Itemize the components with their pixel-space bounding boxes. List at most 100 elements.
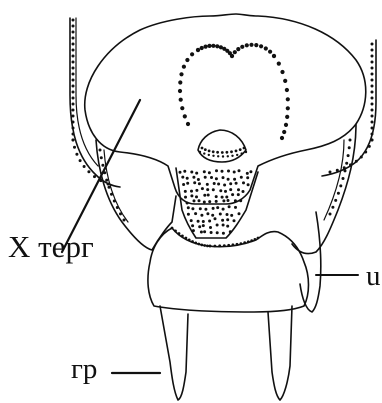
stipple-dot bbox=[343, 166, 346, 169]
stipple-dot bbox=[72, 43, 75, 46]
stipple-dot bbox=[108, 186, 111, 189]
stipple-dot bbox=[197, 220, 200, 223]
stipple-dot bbox=[216, 224, 219, 227]
stipple-dot bbox=[223, 244, 226, 247]
stipple-dot bbox=[217, 155, 219, 157]
stipple-dot bbox=[103, 171, 106, 174]
stipple-dot bbox=[242, 190, 245, 193]
stipple-dot bbox=[224, 190, 227, 193]
stipple-dot bbox=[210, 176, 213, 179]
stipple-dot bbox=[215, 169, 218, 172]
u-label: u bbox=[366, 262, 381, 291]
stipple-dot bbox=[178, 89, 182, 93]
stipple-dot bbox=[216, 206, 219, 209]
stipple-dot bbox=[200, 46, 204, 50]
stipple-dot bbox=[239, 199, 242, 202]
stipple-dot bbox=[249, 43, 253, 47]
stipple-dot bbox=[227, 244, 230, 247]
stipple-dot bbox=[73, 146, 76, 149]
stipple-dot bbox=[72, 73, 75, 76]
stipple-dot bbox=[240, 242, 243, 245]
stipple-dot bbox=[241, 152, 243, 154]
stipple-dot bbox=[228, 205, 231, 208]
stipple-dot bbox=[371, 73, 374, 76]
stipple-dot bbox=[184, 190, 187, 193]
stipple-dot bbox=[186, 177, 189, 180]
stipple-dot bbox=[232, 243, 235, 246]
stipple-dot bbox=[371, 97, 374, 100]
stipple-dot bbox=[233, 50, 237, 54]
stipple-dot bbox=[212, 207, 215, 210]
stipple-dot bbox=[197, 243, 200, 246]
stipple-dot bbox=[331, 206, 334, 209]
stipple-dot bbox=[355, 160, 358, 163]
stipple-dot bbox=[190, 219, 193, 222]
stipple-dot bbox=[246, 172, 249, 175]
stipple-dot bbox=[186, 182, 189, 185]
stipple-dot bbox=[216, 231, 219, 234]
stipple-dot bbox=[208, 154, 210, 156]
stipple-dot bbox=[188, 239, 191, 242]
stipple-dot bbox=[212, 155, 214, 157]
stipple-dot bbox=[196, 48, 200, 52]
stipple-dot bbox=[72, 19, 75, 22]
stipple-dot bbox=[199, 207, 202, 210]
stipple-dot bbox=[206, 212, 209, 215]
stipple-dot bbox=[72, 139, 75, 142]
stipple-dot bbox=[364, 151, 367, 154]
stipple-dot bbox=[72, 133, 75, 136]
left-segment-margin-inner bbox=[76, 18, 98, 166]
stipple-dot bbox=[371, 55, 374, 58]
stipple-dot bbox=[198, 182, 201, 185]
stipple-dot bbox=[195, 189, 198, 192]
stipple-dot bbox=[180, 106, 184, 110]
stipple-dot bbox=[72, 127, 75, 130]
stipple-dot bbox=[72, 115, 75, 118]
stipple-dot bbox=[243, 241, 246, 244]
stipple-dot bbox=[119, 212, 122, 215]
stipple-dot bbox=[190, 171, 193, 174]
stipple-dot bbox=[209, 226, 212, 229]
stipple-dot bbox=[245, 151, 247, 153]
stipple-dot bbox=[222, 199, 225, 202]
stipple-dot bbox=[185, 58, 189, 62]
stipple-dot bbox=[235, 182, 238, 185]
stipple-dot bbox=[280, 136, 284, 140]
stipple-dot bbox=[213, 182, 216, 185]
stipple-dot bbox=[237, 193, 240, 196]
stipple-dot bbox=[72, 121, 75, 124]
stipple-dot bbox=[72, 97, 75, 100]
stipple-dot bbox=[250, 239, 253, 242]
right-lateral-lobe bbox=[292, 124, 356, 254]
stipple-dot bbox=[246, 176, 249, 179]
stipple-dot bbox=[186, 202, 189, 205]
u-appendage bbox=[300, 212, 321, 312]
stipple-dot bbox=[347, 154, 350, 157]
stipple-dot bbox=[236, 47, 240, 51]
stipple-dot bbox=[194, 242, 197, 245]
stipple-dot bbox=[349, 139, 352, 142]
stipple-dot bbox=[203, 170, 206, 173]
stipple-dot bbox=[329, 213, 332, 216]
stipple-dot bbox=[221, 151, 224, 154]
stipple-dot bbox=[233, 219, 236, 222]
stipple-dot bbox=[198, 225, 201, 228]
stipple-dot bbox=[229, 188, 232, 191]
stipple-dot bbox=[345, 162, 348, 165]
stipple-dot bbox=[72, 31, 75, 34]
right-gonostylus bbox=[268, 306, 292, 400]
stipple-dot bbox=[200, 244, 203, 247]
lower-plate bbox=[148, 228, 309, 312]
stipple-dot bbox=[194, 212, 197, 215]
stipple-dot bbox=[235, 150, 238, 153]
stipple-dot bbox=[334, 199, 337, 202]
stipple-dot bbox=[243, 147, 246, 150]
tergite-dotted-arch bbox=[178, 43, 290, 140]
stipple-dot bbox=[222, 176, 225, 179]
stipple-dot bbox=[254, 43, 258, 47]
stipple-dot bbox=[183, 170, 186, 173]
stipple-dot bbox=[371, 85, 374, 88]
stipple-dot bbox=[229, 182, 232, 185]
stipple-dot bbox=[182, 183, 185, 186]
stipple-dot bbox=[282, 130, 286, 134]
